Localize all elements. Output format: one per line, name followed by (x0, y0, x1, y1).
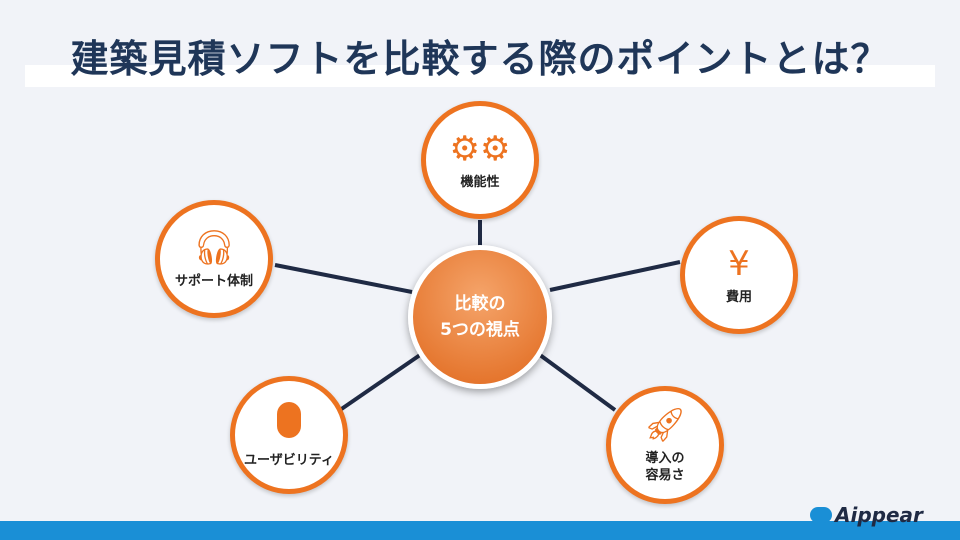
node-label: 導入の容易さ (645, 451, 685, 483)
node-label: 機能性 (460, 174, 500, 190)
page-title: 建築見積ソフトを比較する際のポイントとは？ (70, 37, 890, 81)
center-circle: 比較の 5つの視点 (408, 245, 552, 389)
node-ease: 🚀︎ 導入の容易さ (606, 386, 724, 504)
cloud-icon (810, 507, 832, 523)
node-features: ⚙⚙ 機能性 (421, 101, 539, 219)
mouse-icon (277, 401, 301, 446)
line-support (274, 263, 413, 294)
line-ease (538, 353, 617, 412)
brand-logo: Aippear (810, 503, 923, 527)
node-support: 🎧︎ サポート体制 (155, 200, 273, 318)
title-band (25, 65, 935, 87)
node-label: サポート体制 (174, 273, 253, 289)
center-label-1: 比較の (454, 294, 506, 314)
line-usability (338, 353, 422, 412)
node-label: 費用 (725, 289, 752, 305)
headset-icon: 🎧︎ (192, 227, 236, 268)
node-label: ユーザビリティ (244, 452, 334, 468)
node-cost: ¥ 費用 (680, 216, 798, 334)
node-usability: ユーザビリティ (230, 376, 348, 494)
yen-icon: ¥ (728, 243, 750, 284)
rocket-icon: 🚀︎ (643, 405, 687, 445)
center-label-2: 5つの視点 (440, 320, 520, 340)
gears-icon: ⚙⚙ (449, 128, 511, 169)
line-cost (549, 260, 681, 292)
footer-bar (0, 521, 960, 540)
